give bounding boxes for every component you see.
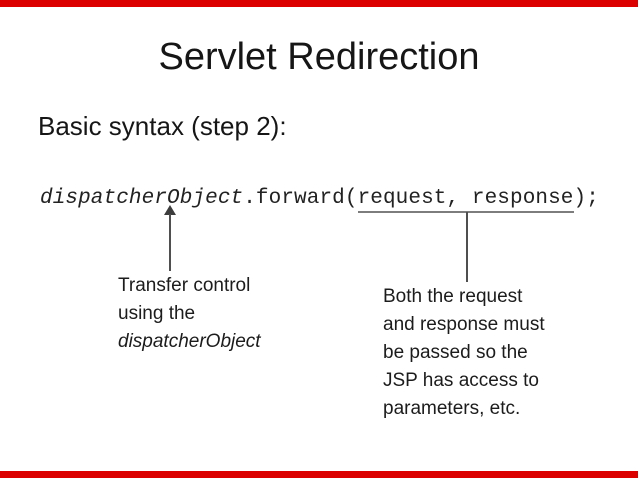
- callout-connector-line: [466, 212, 468, 282]
- callout-right-line: be passed so the: [383, 342, 528, 363]
- callout-request-response: Both the request and response must be pa…: [383, 283, 545, 423]
- subtitle-basic-syntax: Basic syntax (step 2):: [38, 111, 287, 141]
- up-arrow-shaft: [169, 214, 171, 271]
- callout-right-line: and response must: [383, 314, 545, 335]
- callout-right-line: parameters, etc.: [383, 398, 521, 419]
- callout-transfer-control: Transfer control using the dispatcherObj…: [118, 272, 261, 356]
- callout-left-line-italic: dispatcherObject: [118, 331, 261, 352]
- code-arguments-underlined: request, response: [357, 187, 574, 213]
- callout-right-line: JSP has access to: [383, 370, 539, 391]
- callout-left-line: Transfer control: [118, 275, 251, 296]
- top-accent-bar: [0, 0, 638, 7]
- callout-left-line: using the: [118, 303, 196, 324]
- code-dispatcher-object: dispatcherObject: [40, 187, 244, 210]
- callout-right-line: Both the request: [383, 286, 523, 307]
- code-closing: );: [573, 187, 599, 210]
- code-line: dispatcherObject.forward(request, respon…: [40, 187, 599, 213]
- slide-title: Servlet Redirection: [158, 36, 480, 78]
- bottom-accent-bar: [0, 471, 638, 478]
- up-arrow-head-icon: [164, 205, 176, 215]
- code-forward-call: .forward(: [243, 187, 358, 210]
